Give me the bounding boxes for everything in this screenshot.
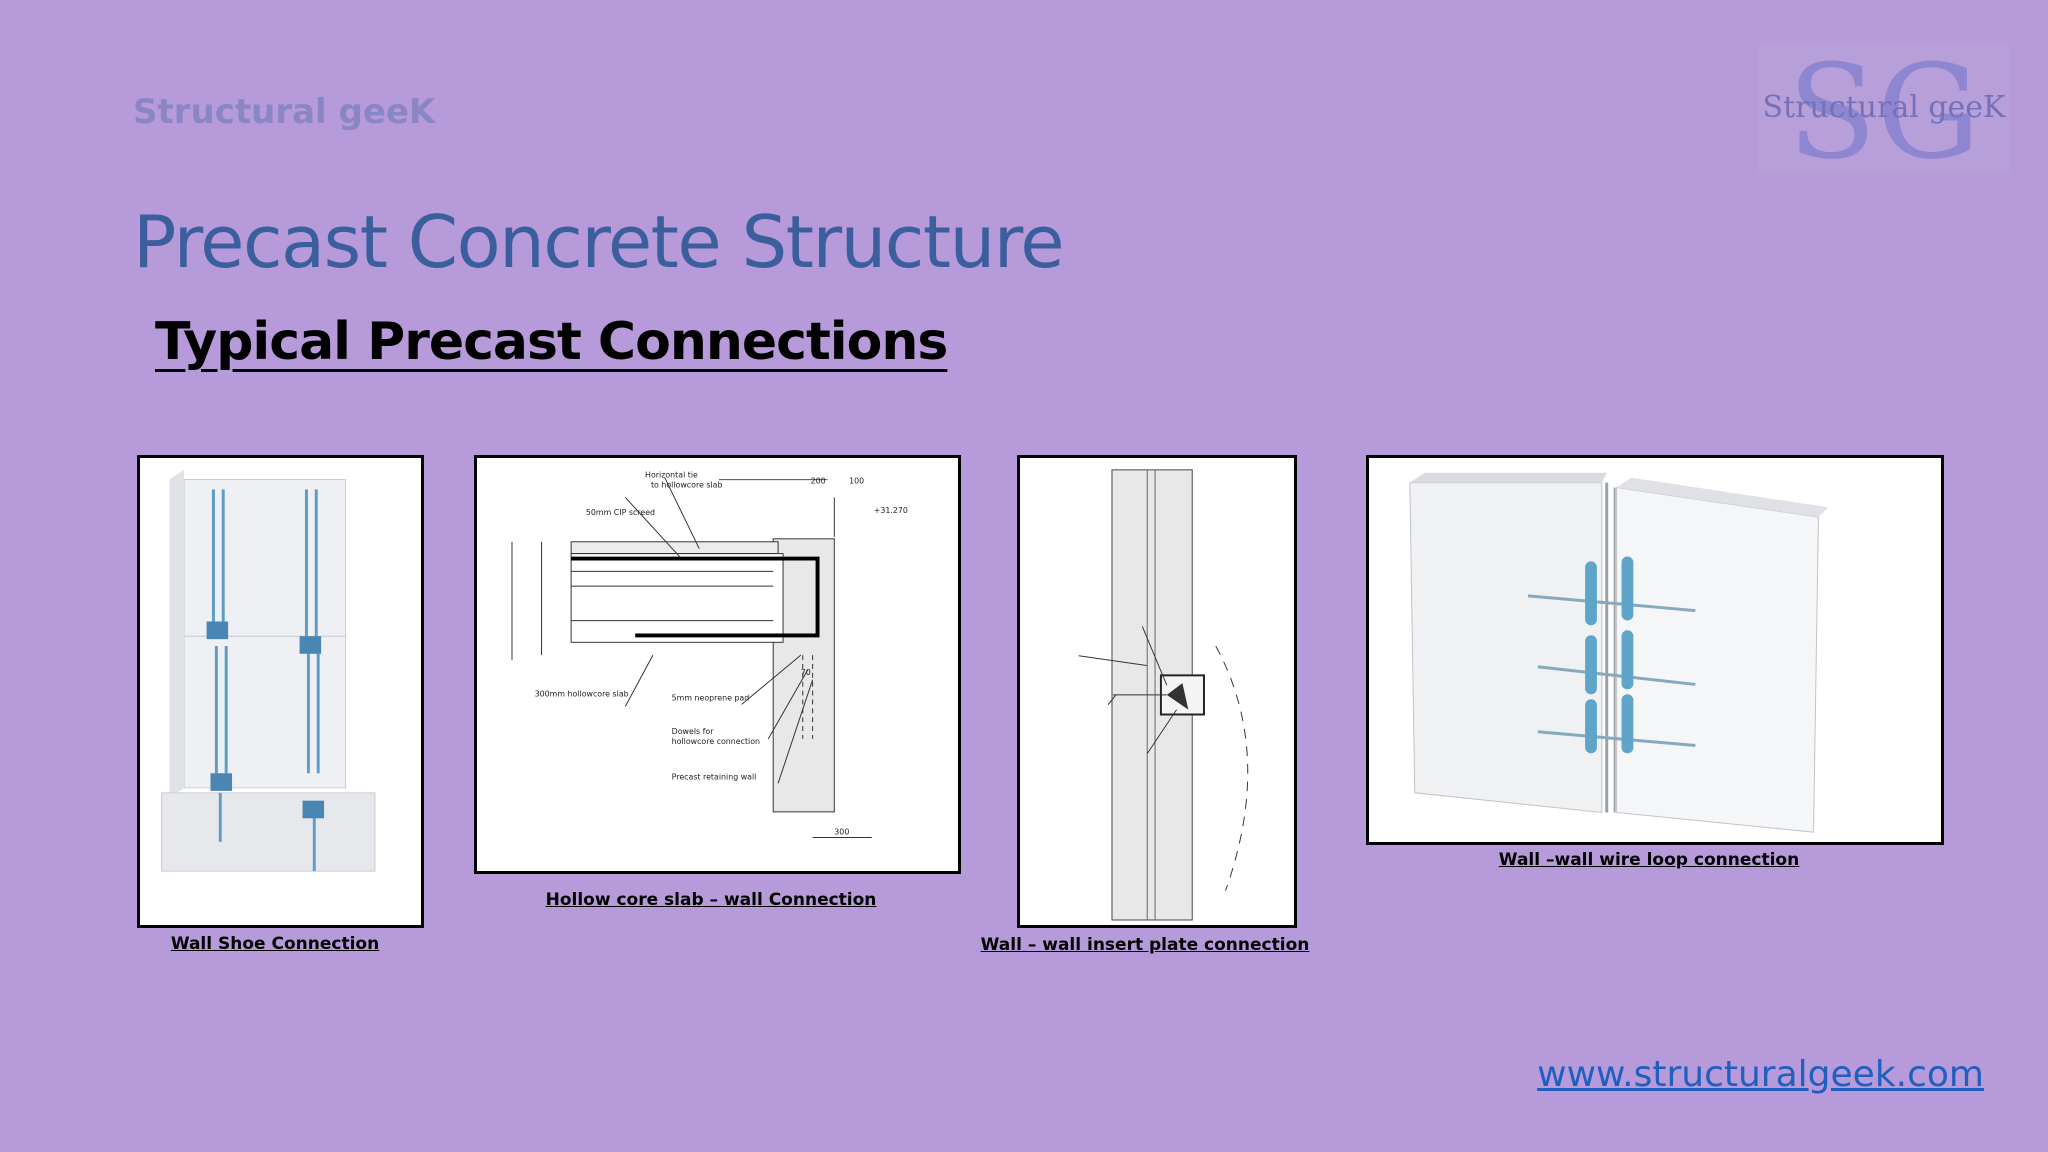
logo-text: Structural geeK (1763, 90, 2007, 125)
label-horizontal-tie: Horizontal tie (645, 471, 698, 480)
wire-loop-figure (1366, 455, 1944, 845)
structural-geek-logo: SG Structural geeK (1758, 36, 2010, 188)
caption-hollowcore: Hollow core slab – wall Connection (545, 890, 877, 910)
page-title: Precast Concrete Structure (133, 200, 1065, 284)
logo-letters: SG (1788, 45, 1981, 173)
page-subtitle: Typical Precast Connections (155, 312, 948, 372)
label-retaining-wall: Precast retaining wall (672, 772, 757, 781)
caption-wall-shoe: Wall Shoe Connection (170, 934, 380, 954)
brand-name: Structural geeK (133, 92, 436, 132)
label-dowels-2: hollowcore connection (672, 737, 760, 746)
wall-shoe-figure (137, 455, 424, 928)
label-hollowcore-slab: 300mm hollowcore slab (535, 690, 629, 699)
label-cip-screed: 50mm CIP screed (586, 508, 655, 517)
dim-300: 300 (834, 828, 849, 837)
label-neoprene-pad: 5mm neoprene pad (672, 693, 750, 702)
caption-insert-plate: Wall – wall insert plate connection (980, 935, 1310, 955)
website-link[interactable]: www.structuralgeek.com (1537, 1054, 1984, 1095)
dim-70: 70 (801, 668, 811, 677)
caption-wire-loop: Wall –wall wire loop connection (1498, 850, 1800, 870)
label-dowels: Dowels for (672, 727, 715, 736)
dim-200: 200 (811, 477, 826, 486)
label-horizontal-tie-2: to hollowcore slab (651, 481, 723, 490)
hollowcore-slab-figure: Horizontal tie to hollowcore slab 50mm C… (474, 455, 961, 874)
level-mark: +31.270 (874, 506, 908, 515)
dim-100: 100 (849, 477, 864, 486)
insert-plate-figure (1017, 455, 1297, 928)
